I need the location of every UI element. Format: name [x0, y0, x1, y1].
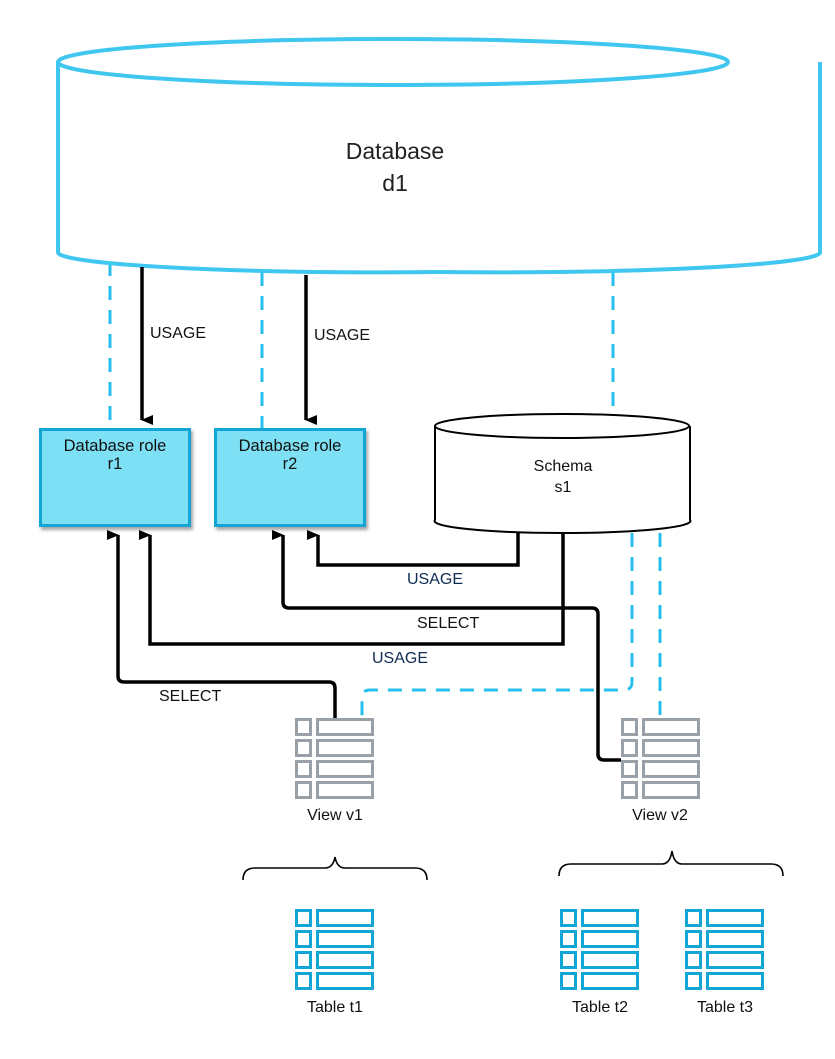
- label-v1-select-r1: SELECT: [159, 688, 222, 705]
- grant-lines: [107, 267, 621, 762]
- view-v1-icon-row-cell: [316, 739, 374, 757]
- view-v2-icon-key-cell: [621, 739, 638, 757]
- table-t1-label: Table t1: [306, 999, 364, 1016]
- table-t3-icon-key-cell: [685, 972, 702, 990]
- view-v2-icon-row-cell: [642, 760, 700, 778]
- schema-cylinder-s1[interactable]: [433, 413, 692, 535]
- role-r2-name: r2: [282, 455, 298, 473]
- view-v1-icon[interactable]: [295, 718, 374, 799]
- database-title-line2: d1: [382, 170, 408, 196]
- table-t2-icon-row-cell: [581, 972, 639, 990]
- view-v2-icon-key-cell: [621, 781, 638, 799]
- view-v2-icon-row-cell: [642, 781, 700, 799]
- view-v1-label: View v1: [307, 807, 363, 824]
- table-t3-icon-row-cell: [706, 951, 764, 969]
- table-t3-icon-row-cell: [706, 909, 764, 927]
- brace-v1-tables: [242, 856, 428, 881]
- table-t2-icon-key-cell: [560, 972, 577, 990]
- label-db-usage-r1: USAGE: [150, 325, 207, 342]
- table-t2-icon-key-cell: [560, 909, 577, 927]
- arrow-schema-usage-r1: [139, 530, 565, 646]
- view-v1-icon-key-cell: [295, 760, 312, 778]
- arrow-v1-select-r1: [107, 530, 337, 718]
- view-v2-icon-key-cell: [621, 718, 638, 736]
- table-t2-icon[interactable]: [560, 909, 639, 990]
- schema-title-line1: Schema: [533, 458, 593, 475]
- view-v2-icon-row-cell: [642, 718, 700, 736]
- view-v2-icon-key-cell: [621, 760, 638, 778]
- table-t2-icon-row-cell: [581, 951, 639, 969]
- database-role-r1[interactable]: Database role r1: [39, 428, 191, 527]
- containment-lines: [108, 262, 662, 718]
- view-v1-icon-key-cell: [295, 739, 312, 757]
- table-t1-icon-row-cell: [316, 909, 374, 927]
- arrow-schema-usage-r2: [307, 530, 520, 567]
- table-t1-icon-key-cell: [295, 972, 312, 990]
- database-title: Database d1: [295, 135, 495, 199]
- table-t1-icon-row-cell: [316, 930, 374, 948]
- table-t3-icon-row-cell: [706, 930, 764, 948]
- table-t1-icon-key-cell: [295, 951, 312, 969]
- table-t3-label: Table t3: [696, 999, 754, 1016]
- label-v2-select-r2: SELECT: [417, 615, 480, 632]
- table-t3-icon-key-cell: [685, 930, 702, 948]
- table-t1-icon-key-cell: [295, 909, 312, 927]
- label-schema-usage-r2: USAGE: [407, 571, 464, 588]
- role-r2-title: Database role: [238, 437, 342, 455]
- schema-title-line2: s1: [554, 479, 572, 496]
- role-r1-title: Database role: [63, 437, 167, 455]
- view-v1-icon-row-cell: [316, 781, 374, 799]
- table-t1-icon-row-cell: [316, 951, 374, 969]
- view-v2-icon[interactable]: [621, 718, 700, 799]
- label-db-usage-r2: USAGE: [314, 327, 371, 344]
- table-t3-icon-key-cell: [685, 951, 702, 969]
- view-v1-icon-row-cell: [316, 760, 374, 778]
- arrow-v2-select-r2: [272, 530, 621, 762]
- schema-title: Schema s1: [503, 456, 623, 498]
- table-t1-icon-key-cell: [295, 930, 312, 948]
- table-t3-icon-row-cell: [706, 972, 764, 990]
- table-t2-icon-key-cell: [560, 951, 577, 969]
- table-t2-icon-key-cell: [560, 930, 577, 948]
- view-v2-label: View v2: [632, 807, 688, 824]
- table-t3-icon-key-cell: [685, 909, 702, 927]
- view-v1-icon-row-cell: [316, 718, 374, 736]
- label-schema-usage-r1: USAGE: [372, 650, 429, 667]
- table-t2-label: Table t2: [571, 999, 629, 1016]
- brace-v2-tables: [558, 850, 784, 877]
- role-r2-label: Database role r2: [217, 437, 363, 473]
- role-r1-label: Database role r1: [42, 437, 188, 473]
- role-r1-name: r1: [107, 455, 123, 473]
- view-v2-icon-row-cell: [642, 739, 700, 757]
- table-t2-icon-row-cell: [581, 909, 639, 927]
- table-t2-icon-row-cell: [581, 930, 639, 948]
- view-v1-icon-key-cell: [295, 781, 312, 799]
- database-role-r2[interactable]: Database role r2: [214, 428, 366, 527]
- database-title-line1: Database: [345, 138, 445, 164]
- table-t1-icon-row-cell: [316, 972, 374, 990]
- dashed-schema-to-v1: [360, 533, 634, 718]
- table-t3-icon[interactable]: [685, 909, 764, 990]
- database-cylinder-d1[interactable]: [56, 37, 822, 275]
- table-t1-icon[interactable]: [295, 909, 374, 990]
- view-v1-icon-key-cell: [295, 718, 312, 736]
